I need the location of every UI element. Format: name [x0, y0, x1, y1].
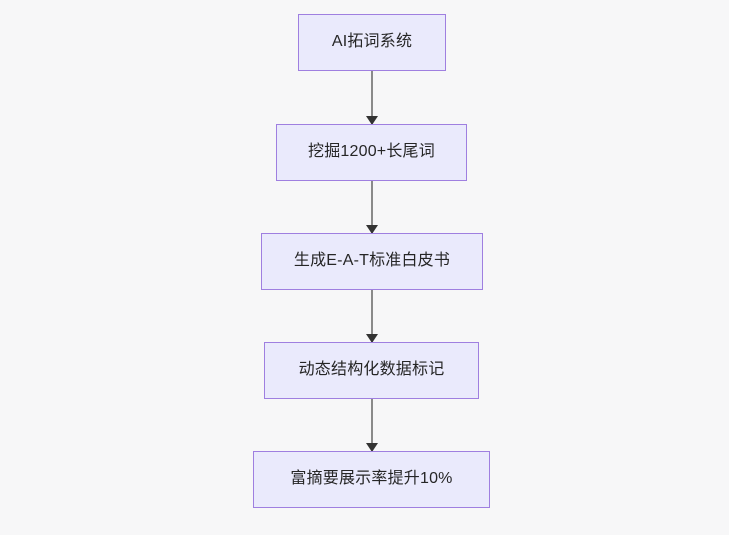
- flow-node-rich-snippet-rate-increase[interactable]: 富摘要展示率提升10%: [253, 451, 490, 508]
- flow-node-generate-eat-whitepaper[interactable]: 生成E-A-T标准白皮书: [261, 233, 483, 290]
- flow-node-label: AI拓词系统: [331, 33, 413, 51]
- arrow-down-icon: [366, 225, 378, 234]
- flow-node-label: 生成E-A-T标准白皮书: [293, 252, 451, 270]
- arrow-down-icon: [366, 116, 378, 125]
- flow-node-label: 挖掘1200+长尾词: [308, 143, 435, 161]
- flow-edge-node3-node4: [366, 399, 378, 452]
- flow-edge-node1-node2: [366, 181, 378, 234]
- flow-node-label: 动态结构化数据标记: [298, 361, 445, 379]
- flow-node-label: 富摘要展示率提升10%: [290, 470, 453, 488]
- flow-edge-node0-node1: [366, 71, 378, 125]
- flow-node-dynamic-structured-data-markup[interactable]: 动态结构化数据标记: [264, 342, 479, 399]
- arrow-down-icon: [366, 443, 378, 452]
- flow-node-mine-longtail-keywords[interactable]: 挖掘1200+长尾词: [276, 124, 467, 181]
- flow-node-ai-keyword-system[interactable]: AI拓词系统: [298, 14, 446, 71]
- arrow-down-icon: [366, 334, 378, 343]
- flow-edge-node2-node3: [366, 290, 378, 343]
